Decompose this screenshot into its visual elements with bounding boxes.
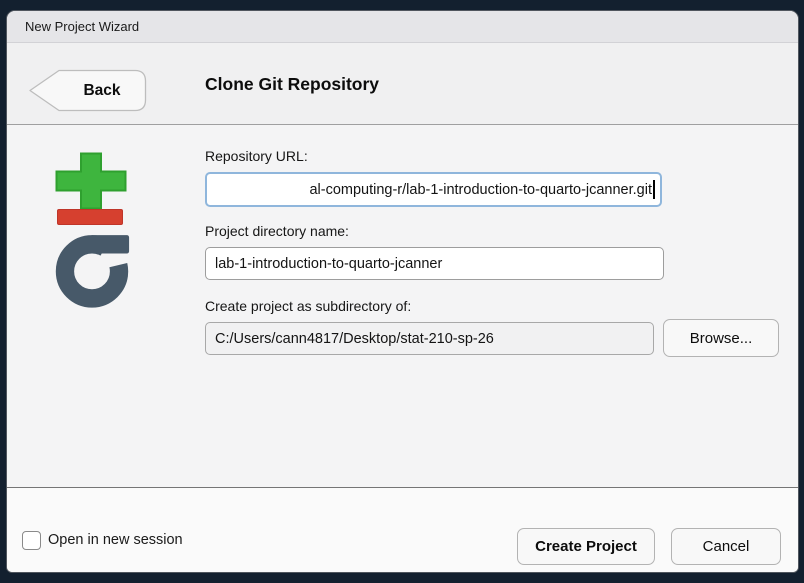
browse-button[interactable]: Browse... bbox=[663, 319, 779, 357]
dialog-titlebar[interactable]: New Project Wizard bbox=[7, 11, 798, 43]
create-project-button[interactable]: Create Project bbox=[517, 528, 655, 565]
wizard-body: Repository URL: al-computing-r/lab-1-int… bbox=[7, 126, 798, 486]
dir-name-input[interactable]: lab-1-introduction-to-quarto-jcanner bbox=[205, 247, 664, 280]
text-caret bbox=[653, 180, 655, 199]
dialog-title: New Project Wizard bbox=[25, 19, 140, 34]
git-minus-icon bbox=[57, 209, 123, 225]
dir-name-value: lab-1-introduction-to-quarto-jcanner bbox=[215, 255, 443, 272]
parent-dir-label: Create project as subdirectory of: bbox=[205, 298, 412, 314]
parent-dir-input[interactable]: C:/Users/cann4817/Desktop/stat-210-sp-26 bbox=[205, 322, 654, 355]
open-new-session-label: Open in new session bbox=[48, 532, 183, 548]
new-project-wizard-dialog: New Project Wizard Back Clone Git Reposi… bbox=[6, 10, 799, 573]
back-button-label: Back bbox=[83, 82, 121, 99]
page-title: Clone Git Repository bbox=[205, 74, 380, 94]
open-new-session-option[interactable]: Open in new session bbox=[22, 529, 183, 551]
wizard-footer: Open in new session Create Project Cance… bbox=[7, 487, 798, 572]
repo-url-input[interactable]: al-computing-r/lab-1-introduction-to-qua… bbox=[205, 172, 662, 207]
wizard-header: Back Clone Git Repository bbox=[7, 43, 798, 125]
git-g-icon bbox=[55, 235, 130, 308]
back-arrow-shape bbox=[29, 69, 147, 112]
cancel-button[interactable]: Cancel bbox=[671, 528, 781, 565]
repo-url-value: al-computing-r/lab-1-introduction-to-qua… bbox=[309, 181, 652, 198]
footer-actions: Create Project Cancel bbox=[517, 528, 781, 565]
parent-dir-value: C:/Users/cann4817/Desktop/stat-210-sp-26 bbox=[215, 330, 494, 347]
open-new-session-checkbox[interactable] bbox=[22, 530, 41, 550]
git-plus-icon bbox=[55, 152, 127, 210]
repo-url-label: Repository URL: bbox=[205, 148, 308, 164]
dir-name-label: Project directory name: bbox=[205, 223, 349, 239]
back-button[interactable]: Back bbox=[28, 69, 147, 112]
